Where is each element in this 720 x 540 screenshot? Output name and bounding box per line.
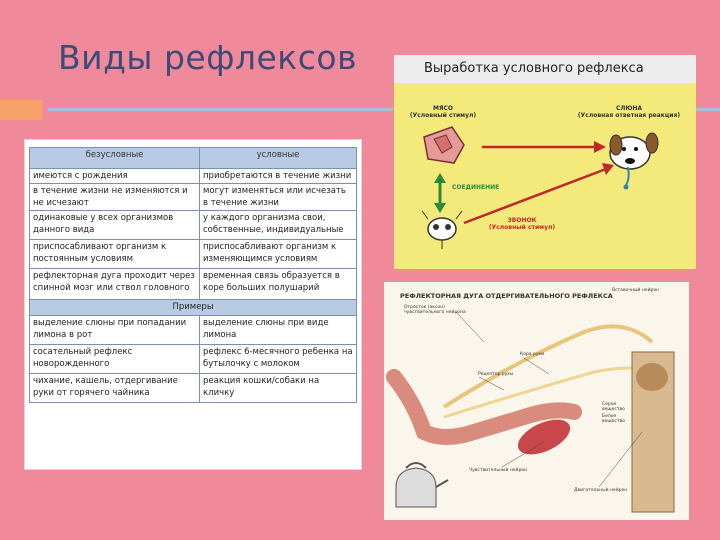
table-cell: имеются с рождения: [29, 168, 200, 184]
dog-icon: [609, 132, 659, 190]
bell-icon: [421, 210, 463, 249]
conditioned-reflex-illustration: Выработка условного рефлекса: [394, 55, 696, 269]
table-row: чихание, кашель, отдергивание руки от го…: [29, 373, 357, 403]
meat-label: МЯСО(Условный стимул): [409, 105, 477, 119]
table-cell: в течение жизни не изменяются и не исчез…: [29, 183, 200, 211]
slide-title: Виды рефлексов: [58, 38, 358, 77]
table-row: имеются с рождения приобретаются в течен…: [29, 168, 357, 184]
table-cell: приобретаются в течение жизни: [199, 168, 357, 184]
table-cell: временная связь образуется в коре больши…: [199, 268, 357, 300]
table-cell: рефлекс 6-месячного ребенка на бутылочку…: [199, 344, 357, 374]
arc-label: Кора руки: [520, 352, 545, 357]
table-cell: могут изменяться или исчезать в течение …: [199, 183, 357, 211]
accent-square: [0, 100, 42, 120]
reflex-comparison-table-card: безусловные условные имеются с рождения …: [24, 139, 362, 470]
meat-icon: [423, 126, 465, 164]
accent-line: [48, 108, 393, 111]
table-cell: сосательный рефлекс новорожденного: [29, 344, 200, 374]
table-row: в течение жизни не изменяются и не исчез…: [29, 183, 357, 211]
column-header: условные: [199, 147, 357, 169]
reflex-comparison-table: безусловные условные имеются с рождения …: [29, 147, 357, 403]
table-cell: рефлекторная дуга проходит через спинной…: [29, 268, 200, 300]
kettle-icon: [395, 462, 449, 508]
arc-label: Белое вещество: [602, 414, 625, 424]
table-row: одинаковые у всех организмов данного вид…: [29, 210, 357, 240]
arc-drawing: [386, 311, 675, 513]
accent-line-right: [688, 108, 720, 111]
saliva-label: СЛЮНА(Условная ответная реакция): [577, 105, 681, 119]
table-row: рефлекторная дуга проходит через спинной…: [29, 268, 357, 300]
illustration-drawing: [421, 126, 659, 249]
arc-label: Серое вещество: [602, 402, 625, 412]
table-row: выделение слюны при попадании лимона в р…: [29, 315, 357, 345]
table-row: приспосабливают организм к постоянным ус…: [29, 239, 357, 269]
table-header-row: безусловные условные: [29, 147, 357, 169]
bell-arrowhead: [602, 163, 614, 175]
arc-label: Чувствительный нейрон: [469, 468, 528, 473]
bell-label: ЗВОНОК(Условный стимул): [488, 217, 556, 231]
table-cell: выделение слюны при виде лимона: [199, 315, 357, 345]
bell-arrow: [463, 167, 607, 225]
connection-arrow-icon: [434, 173, 446, 213]
illustration-header: Выработка условного рефлекса: [394, 55, 696, 83]
table-row: сосательный рефлекс новорожденного рефле…: [29, 344, 357, 374]
arc-title: РЕФЛЕКТОРНАЯ ДУГА ОТДЕРГИВАТЕЛЬНОГО РЕФЛ…: [400, 292, 613, 300]
examples-header: Примеры: [29, 299, 357, 316]
arc-label: Отросток (аксон) чувствительного нейрона: [404, 305, 466, 315]
table-cell: чихание, кашель, отдергивание руки от го…: [29, 373, 200, 403]
reflex-arc-illustration: РЕФЛЕКТОРНАЯ ДУГА ОТДЕРГИВАТЕЛЬНОГО РЕФЛ…: [384, 282, 689, 520]
table-cell: реакция кошки/собаки на кличку: [199, 373, 357, 403]
arc-label: Двигательный нейрон: [574, 488, 628, 493]
column-header: безусловные: [29, 147, 200, 169]
illustration-title: Выработка условного рефлекса: [424, 61, 644, 76]
arrow-icon: [482, 141, 606, 153]
table-cell: одинаковые у всех организмов данного вид…: [29, 210, 200, 240]
arc-label: Вставочный нейрон: [612, 288, 660, 293]
table-cell: приспосабливают организм к постоянным ус…: [29, 239, 200, 269]
table-cell: выделение слюны при попадании лимона в р…: [29, 315, 200, 345]
examples-header-row: Примеры: [29, 299, 357, 316]
arc-label: Рецептор руки: [478, 372, 514, 377]
table-cell: приспосабливают организм к изменяющимся …: [199, 239, 357, 269]
table-cell: у каждого организма свои, собственные, и…: [199, 210, 357, 240]
connection-label: СОЕДИНЕНИЕ: [452, 184, 500, 191]
